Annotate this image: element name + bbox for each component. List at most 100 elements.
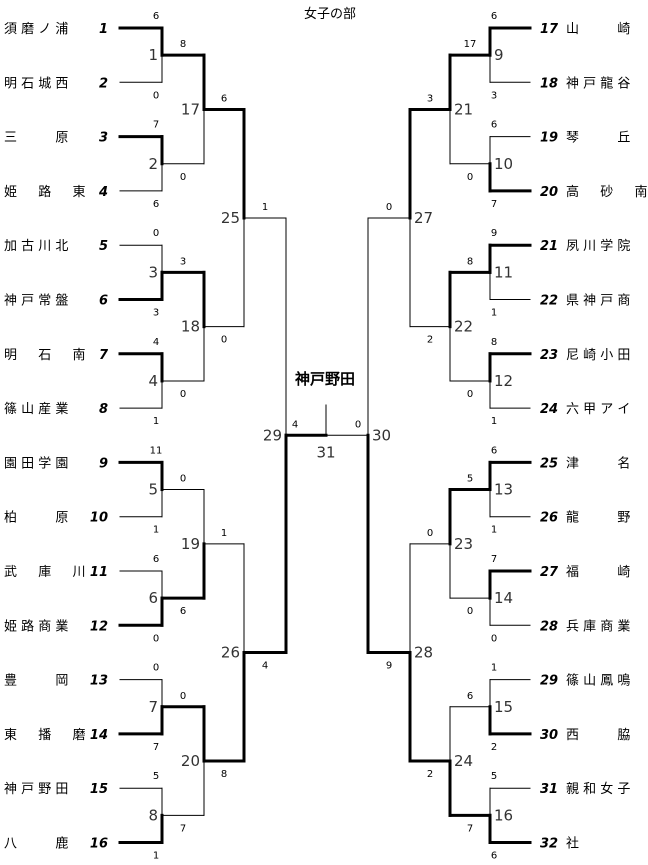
score-label: 8 [467, 256, 473, 267]
bracket-title: 女子の部 [304, 6, 356, 22]
match-number: 23 [454, 535, 473, 553]
score-label: 3 [153, 308, 159, 319]
score-label: 0 [153, 663, 159, 674]
team-seed: 28 [540, 619, 558, 634]
team-seed: 23 [540, 348, 558, 363]
team-name: 明 石 城 西 [4, 76, 68, 91]
team-seed: 7 [99, 348, 109, 363]
score-label: 0 [153, 228, 159, 239]
score-label: 8 [221, 769, 227, 780]
score-label: 6 [491, 445, 497, 456]
team-name: 豊 岡 [4, 674, 68, 689]
score-label: 11 [150, 445, 163, 456]
score-label: 0 [180, 474, 186, 485]
match-number: 31 [316, 443, 335, 461]
score-label: 0 [180, 172, 186, 183]
team-name: 福 崎 [566, 565, 630, 580]
match-number: 24 [454, 752, 473, 770]
team-seed: 13 [90, 674, 108, 689]
team-seed: 30 [540, 728, 558, 743]
score-label: 1 [491, 308, 497, 319]
team-name: 津 名 [566, 455, 630, 471]
match-number: 25 [221, 209, 240, 227]
team-name: 兵 庫 商 業 [566, 618, 630, 634]
match-number: 10 [494, 155, 513, 173]
score-label: 7 [153, 742, 159, 753]
team-seed: 18 [540, 76, 558, 91]
match-number: 9 [494, 46, 504, 64]
team-name: 夙 川 学 院 [566, 238, 630, 254]
match-number: 5 [148, 481, 158, 499]
team-seed: 1 [99, 22, 108, 37]
match-number: 26 [221, 643, 240, 661]
score-label: 7 [153, 120, 159, 131]
team-seed: 14 [90, 728, 108, 743]
score-label: 0 [386, 202, 392, 213]
match-number: 18 [181, 318, 200, 336]
score-label: 6 [153, 199, 159, 210]
score-label: 0 [491, 633, 497, 644]
score-label: 7 [467, 823, 473, 834]
match-number: 21 [454, 100, 473, 118]
score-label: 6 [491, 851, 497, 862]
team-seed: 8 [99, 402, 108, 417]
score-label: 1 [153, 525, 159, 536]
score-label: 3 [427, 93, 433, 104]
team-name: 尼 崎 小 田 [566, 348, 630, 363]
score-label: 5 [467, 474, 473, 485]
team-name: 高 砂 南 [566, 184, 648, 200]
score-label: 4 [292, 419, 298, 430]
team-name: 篠 山 鳳 鳴 [566, 674, 630, 689]
score-label: 6 [467, 691, 473, 702]
score-label: 6 [153, 11, 159, 22]
match-number: 30 [372, 426, 391, 444]
score-label: 1 [153, 416, 159, 427]
score-label: 7 [180, 823, 186, 834]
team-seed: 5 [99, 239, 108, 254]
team-name: 姫 路 東 [4, 184, 86, 200]
team-seed: 15 [90, 782, 108, 797]
team-seed: 24 [540, 402, 558, 417]
team-name: 龍 野 [566, 510, 630, 526]
match-number: 4 [148, 372, 158, 390]
score-label: 6 [491, 11, 497, 22]
team-name: 神 戸 龍 谷 [566, 75, 630, 91]
team-seed: 17 [540, 22, 559, 37]
team-name: 三 原 [4, 131, 68, 146]
team-seed: 16 [90, 837, 108, 852]
team-name: 神 戸 野 田 [4, 782, 68, 797]
team-name: 明 石 南 [4, 347, 86, 363]
team-name: 西 脇 [566, 728, 630, 743]
score-label: 0 [467, 606, 473, 617]
score-label: 0 [467, 389, 473, 400]
score-label: 8 [180, 39, 186, 50]
team-name: 親 和 女 子 [566, 781, 630, 797]
team-name: 武 庫 川 [4, 565, 86, 580]
match-number: 7 [148, 698, 158, 716]
team-seed: 4 [98, 185, 108, 200]
bracket-lines [118, 26, 532, 844]
score-label: 0 [180, 691, 186, 702]
match-number: 13 [494, 481, 513, 499]
match-number: 17 [181, 100, 200, 118]
team-seed: 20 [540, 185, 558, 200]
team-seed: 26 [540, 511, 558, 526]
team-seed: 21 [540, 239, 558, 254]
team-name: 琴 丘 [566, 131, 630, 146]
score-label: 5 [491, 771, 497, 782]
team-seed: 3 [99, 131, 108, 146]
score-label: 1 [221, 528, 227, 539]
team-seed: 32 [540, 837, 558, 852]
score-label: 1 [491, 525, 497, 536]
match-number: 16 [494, 806, 513, 824]
score-label: 2 [427, 769, 433, 780]
team-seed: 27 [540, 565, 559, 580]
match-number: 27 [414, 209, 433, 227]
team-seed: 6 [99, 294, 108, 309]
team-name: 六 甲 ア イ [566, 402, 630, 417]
score-label: 0 [427, 528, 433, 539]
match-number: 22 [454, 318, 473, 336]
score-label: 7 [491, 199, 497, 210]
match-number: 6 [148, 589, 158, 607]
